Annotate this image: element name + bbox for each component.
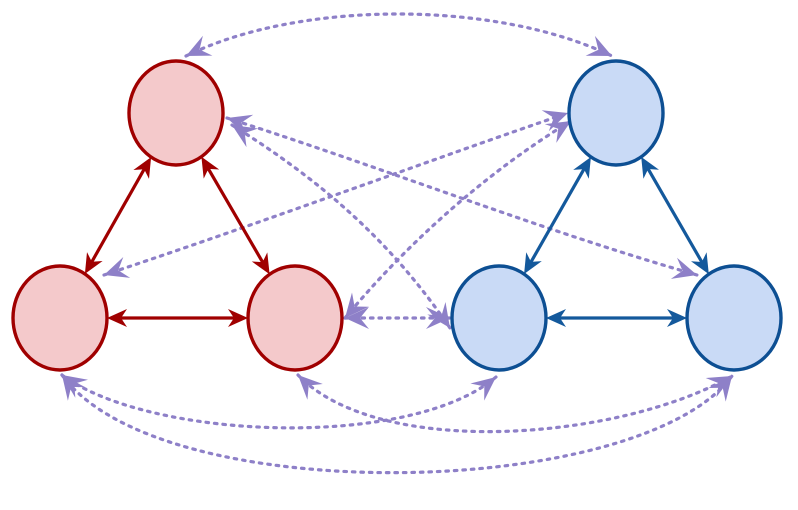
arrowhead-end bbox=[426, 307, 450, 329]
node-red-top bbox=[127, 59, 225, 167]
arrowhead-end bbox=[670, 257, 697, 279]
dotted-edge-redtop-blueleft bbox=[230, 123, 452, 330]
arrowhead-start bbox=[104, 257, 131, 278]
arrowhead-end bbox=[251, 252, 270, 275]
solid-edge-line bbox=[204, 162, 267, 269]
arrowhead-start bbox=[186, 35, 213, 56]
dotted-edge-line bbox=[296, 373, 734, 434]
dotted-edge-redright-bluetop bbox=[343, 119, 573, 320]
arrowhead-start bbox=[107, 309, 127, 327]
solid-edge-blue-top-right bbox=[641, 156, 709, 275]
arrowhead-end bbox=[544, 121, 571, 143]
solid-edge-blue-left-right bbox=[546, 309, 687, 327]
solid-edge-red-left-right bbox=[107, 309, 248, 327]
arrowhead-start bbox=[573, 157, 591, 179]
arrowhead-start bbox=[546, 309, 566, 327]
arrowhead-start bbox=[641, 156, 659, 179]
arrowhead-start bbox=[298, 375, 323, 400]
arrowhead-start bbox=[62, 375, 86, 401]
solid-edge-line bbox=[87, 163, 149, 268]
arrowhead-end bbox=[667, 309, 687, 327]
solid-edge-line bbox=[526, 163, 589, 268]
arrowhead-end bbox=[228, 309, 248, 327]
arrowhead-start bbox=[227, 114, 254, 136]
node-blue-left bbox=[450, 264, 548, 372]
dotted-edge-redleft-blueright bbox=[60, 373, 734, 475]
solid-edge-red-top-right bbox=[201, 156, 270, 275]
arrowhead-end bbox=[541, 110, 568, 132]
solid-edge-red-top-left bbox=[84, 157, 152, 274]
arrowhead-start bbox=[201, 156, 220, 179]
node-layer bbox=[11, 59, 783, 372]
dotted-edge-redtop-blueright bbox=[225, 114, 699, 279]
dotted-edge-redright-blueright bbox=[296, 373, 734, 434]
dotted-edge-layer bbox=[60, 12, 734, 475]
dotted-edge-line bbox=[102, 111, 570, 277]
node-blue-right bbox=[685, 264, 783, 372]
arrowhead-start bbox=[232, 125, 259, 148]
dotted-edge-line bbox=[343, 119, 573, 320]
dotted-edge-redright-blueleft bbox=[343, 307, 452, 329]
dotted-edge-line bbox=[60, 373, 498, 430]
arrowhead-end bbox=[84, 252, 103, 274]
arrowhead-end bbox=[470, 377, 496, 401]
arrowhead-end bbox=[585, 35, 612, 56]
dotted-edge-redleft-blueleft bbox=[60, 373, 498, 430]
arrowhead-start bbox=[133, 157, 152, 179]
dotted-edge-line bbox=[60, 373, 734, 475]
solid-edge-layer bbox=[84, 156, 709, 327]
node-red-left bbox=[11, 264, 109, 372]
arrowhead-end bbox=[524, 252, 542, 274]
dotted-edge-line bbox=[184, 12, 614, 58]
solid-edge-line bbox=[643, 163, 707, 268]
arrowhead-end bbox=[691, 252, 709, 275]
solid-edge-blue-top-left bbox=[524, 157, 591, 274]
arrowhead-end bbox=[708, 376, 732, 402]
dotted-edge-top-to-top bbox=[184, 12, 614, 58]
arrowhead-end bbox=[427, 302, 450, 328]
arrowhead-start bbox=[345, 292, 369, 318]
node-red-right bbox=[246, 264, 344, 372]
arrowhead-start bbox=[345, 307, 369, 329]
node-blue-top bbox=[567, 59, 665, 167]
dotted-edge-line bbox=[225, 116, 699, 277]
dotted-edge-redleft-bluetop bbox=[102, 110, 570, 278]
